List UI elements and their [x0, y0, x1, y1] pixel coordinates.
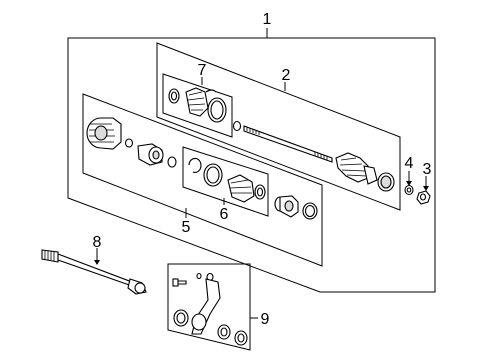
bearing-bracket-9 [172, 272, 248, 346]
callout-1: 1 [263, 11, 272, 28]
callout-2: 2 [282, 67, 291, 84]
inner-joint-assembly-5 [86, 117, 177, 168]
arrow-4 [406, 181, 412, 186]
outer-joint-housing [274, 195, 318, 220]
callout-4: 4 [405, 155, 414, 172]
intermediate-shaft-8 [41, 249, 147, 295]
washer-part-4 [404, 184, 414, 196]
callout-3: 3 [423, 161, 432, 178]
arrow-8 [94, 260, 100, 265]
callout-9: 9 [261, 311, 270, 328]
axle-shaft-assembly-2 [232, 120, 395, 192]
callout-6: 6 [220, 206, 229, 223]
callout-7: 7 [198, 62, 207, 79]
inner-joint-frame-5 [82, 93, 323, 267]
boot-kit-frame-6 [182, 146, 269, 217]
boot-kit-7-parts [168, 87, 227, 123]
boot-kit-frame-7 [162, 73, 233, 138]
bearing-bracket-frame-9 [167, 263, 251, 351]
callout-5: 5 [182, 219, 191, 236]
outer-joint-frame-2 [156, 42, 401, 211]
nut-part-3 [416, 190, 431, 205]
arrow-3 [423, 186, 429, 191]
boot-kit-6-parts [188, 157, 266, 203]
assembly-frame-1 [67, 37, 436, 293]
callout-8: 8 [93, 234, 102, 251]
